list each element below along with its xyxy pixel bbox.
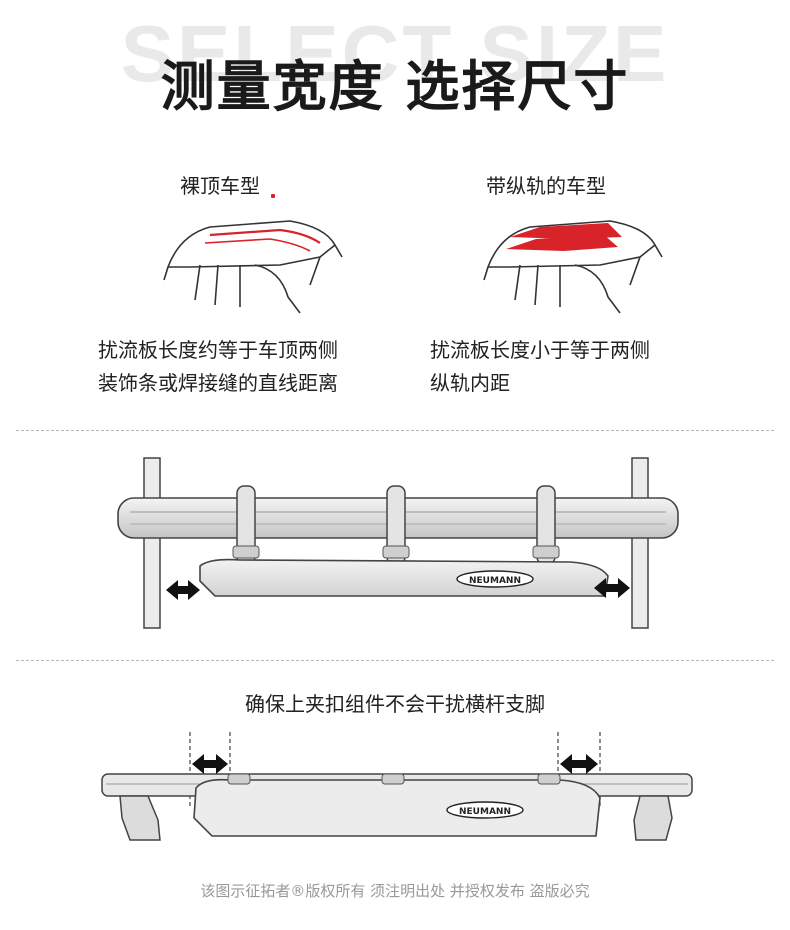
section-divider	[16, 660, 774, 661]
rail-roof-car-illustration	[483, 220, 663, 314]
bare-roof-description: 扰流板长度约等于车顶两侧 装饰条或焊接缝的直线距离	[98, 334, 338, 400]
rail-roof-description-line: 纵轨内距	[430, 371, 510, 395]
section-caption: 确保上夹扣组件不会干扰横杆支脚	[245, 692, 545, 716]
spoiler-crossbar-feet-diagram: NEUMANN	[101, 732, 693, 841]
car-type-label-rails: 带纵轨的车型	[486, 174, 606, 198]
rail-roof-description-line: 扰流板长度小于等于两侧	[430, 338, 650, 362]
bare-roof-description-line: 装饰条或焊接缝的直线距离	[98, 371, 338, 395]
rail-roof-description: 扰流板长度小于等于两侧 纵轨内距	[430, 334, 650, 400]
page-title: 测量宽度 选择尺寸	[160, 55, 630, 118]
accent-dot	[271, 194, 275, 198]
bare-roof-car-illustration	[163, 220, 343, 314]
section-divider	[16, 430, 774, 431]
spoiler-brand-text: NEUMANN	[459, 807, 511, 817]
car-type-label-bare-roof: 裸顶车型	[180, 174, 260, 198]
copyright-notice: 该图示征拓者®版权所有 须注明出处 并授权发布 盗版必究	[200, 882, 590, 900]
spoiler-rail-diagram: NEUMANN	[117, 457, 679, 629]
header-watermark: SELECT SIZE	[120, 9, 670, 98]
spoiler-brand-text: NEUMANN	[469, 576, 521, 586]
bare-roof-description-line: 扰流板长度约等于车顶两侧	[98, 338, 338, 362]
